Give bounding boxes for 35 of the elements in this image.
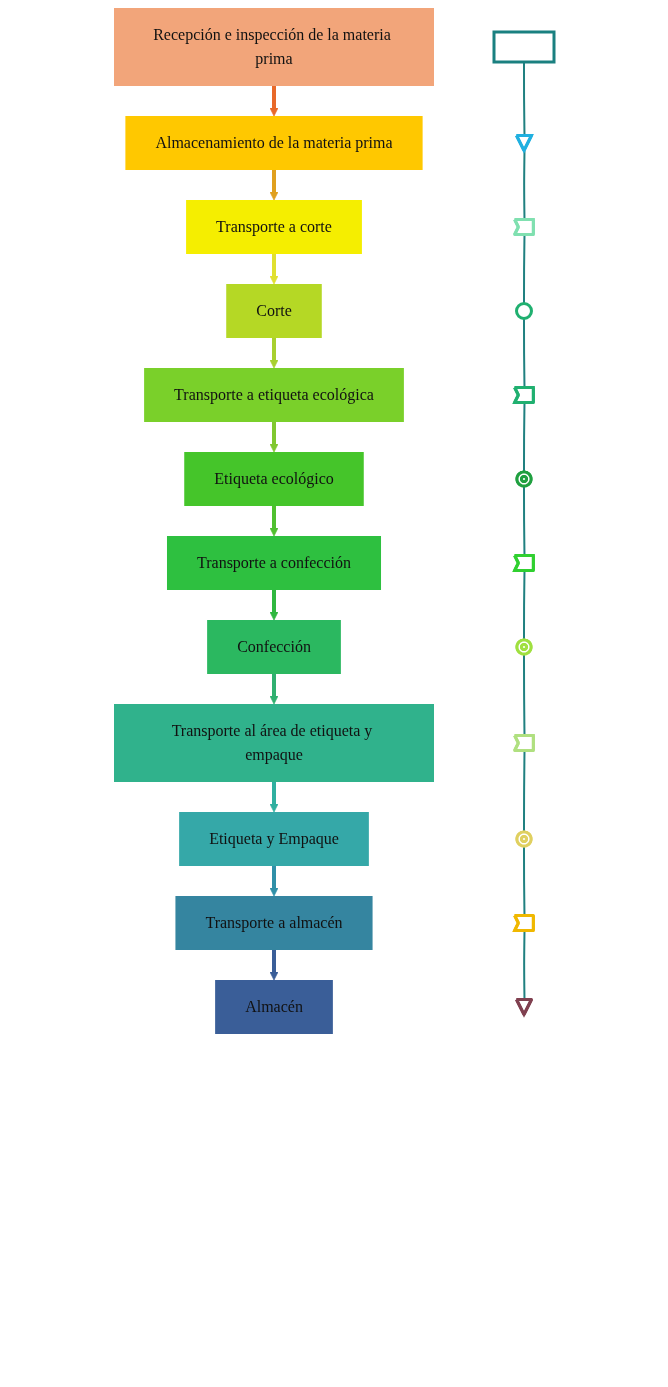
arrow (269, 86, 279, 117)
node-box: Transporte al área de etiqueta y empaque (114, 704, 434, 782)
node-box: Transporte a almacén (175, 896, 373, 950)
connector (523, 234, 526, 305)
node-box: Transporte a corte (186, 200, 362, 254)
connector (523, 402, 526, 473)
connector (523, 150, 526, 221)
arrow (269, 866, 279, 897)
connector (523, 750, 526, 833)
node-box: Almacenamiento de la materia prima (125, 116, 423, 170)
connector (523, 317, 526, 389)
arrow (269, 338, 279, 369)
arrow (269, 782, 279, 813)
arrow (269, 674, 279, 705)
node-box: Transporte a etiqueta ecológica (144, 368, 404, 422)
connector (523, 570, 526, 641)
connector (523, 653, 526, 737)
node-box (492, 30, 556, 64)
connector (523, 845, 526, 917)
connector (523, 930, 526, 1001)
arrow (269, 254, 279, 285)
arrow (269, 590, 279, 621)
connector (523, 485, 526, 557)
node-box: Corte (226, 284, 322, 338)
arrow (269, 950, 279, 981)
node-box: Etiqueta y Empaque (179, 812, 369, 866)
node-box: Etiqueta ecológico (184, 452, 364, 506)
node-box: Transporte a confección (167, 536, 381, 590)
arrow (269, 422, 279, 453)
node-circle (515, 302, 533, 320)
arrow (269, 506, 279, 537)
node-box: Recepción e inspección de la materia prima (114, 8, 434, 86)
arrow (269, 170, 279, 201)
node-box: Confección (207, 620, 341, 674)
node-box: Almacén (215, 980, 333, 1034)
